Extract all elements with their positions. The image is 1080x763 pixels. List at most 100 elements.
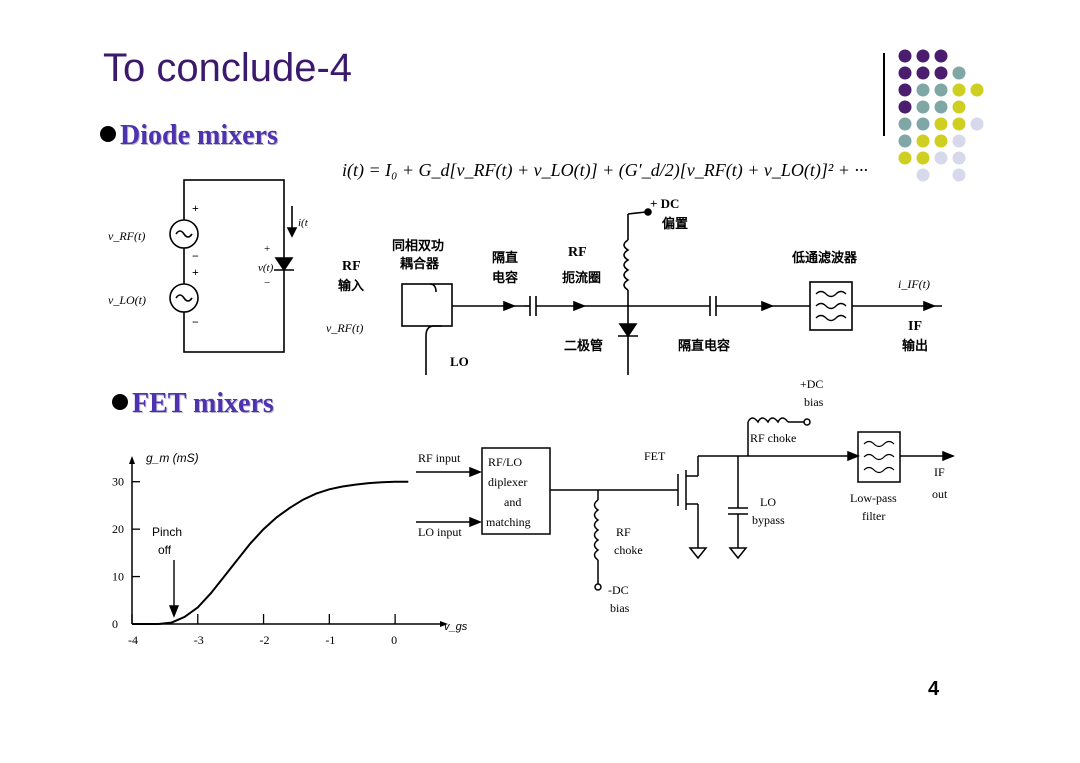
bullet-dot-icon bbox=[100, 126, 116, 142]
decor-dot bbox=[898, 134, 912, 148]
x-axis-arrow-icon bbox=[440, 621, 448, 627]
decor-dot bbox=[898, 66, 912, 80]
decor-dot bbox=[898, 49, 912, 63]
rf-choke-down-icon bbox=[593, 499, 600, 561]
ground-icon-fet bbox=[688, 547, 708, 560]
v-rf-label: v_RF(t) bbox=[108, 229, 145, 243]
rf-input-label: RF input bbox=[418, 451, 461, 465]
slide-title: To conclude-4 bbox=[103, 46, 353, 90]
pos-dc-bias-label-1: +DC bbox=[800, 377, 823, 391]
y-axis-arrow-icon bbox=[129, 456, 135, 464]
decor-dot bbox=[916, 49, 930, 63]
decor-dot bbox=[916, 100, 930, 114]
rf-input-label-1: RF bbox=[342, 259, 361, 274]
decor-dot bbox=[970, 83, 984, 97]
block-cap-label-1: 隔直 bbox=[492, 250, 518, 266]
bullet-diode-mixers: Diode mixers bbox=[100, 120, 278, 152]
x-tick-label: 0 bbox=[391, 633, 397, 647]
bullet-fet-mixers: FET mixers bbox=[112, 388, 274, 420]
dc-bias-label: + DC bbox=[650, 196, 679, 211]
bias-cn-label: 偏置 bbox=[662, 216, 688, 232]
bullet-dot-icon bbox=[112, 394, 128, 410]
decor-dot bbox=[934, 151, 948, 165]
if-out-label-1: IF bbox=[934, 465, 945, 479]
decor-dot bbox=[934, 117, 948, 131]
diplexer-label-2: diplexer bbox=[488, 475, 527, 489]
hybrid-coupler-box bbox=[401, 283, 453, 327]
pinch-off-label-2: off bbox=[158, 543, 172, 557]
fet-lowpass-filter-box bbox=[857, 431, 901, 483]
pos-dc-bias-label-2: bias bbox=[804, 395, 824, 409]
rf-input-label-2: 输入 bbox=[338, 278, 364, 294]
pinch-off-label-1: Pinch bbox=[152, 525, 182, 539]
x-tick-label: -3 bbox=[194, 633, 204, 647]
neg-dc-bias-label-1: -DC bbox=[608, 583, 629, 597]
decor-dot bbox=[952, 66, 966, 80]
lpf-label-1: Low-pass bbox=[850, 491, 897, 505]
fet-mixer-schematic: RF input LO input RF/LO diplexer and mat… bbox=[416, 377, 956, 615]
v-rf-input-label: v_RF(t) bbox=[326, 321, 363, 335]
rf-choke-label-2: 扼流圈 bbox=[562, 270, 601, 286]
coupler-label-1: 同相双功 bbox=[392, 238, 444, 254]
y-tick-label: 20 bbox=[112, 522, 124, 536]
x-tick-label: -4 bbox=[128, 633, 138, 647]
decor-dot bbox=[952, 134, 966, 148]
lo-bypass-label-2: bypass bbox=[752, 513, 785, 527]
decor-dot bbox=[898, 117, 912, 131]
rf-plus-label: + bbox=[192, 201, 199, 215]
if-output-label-1: IF bbox=[908, 319, 922, 334]
if-output-label-2: 输出 bbox=[902, 338, 928, 354]
vt-minus-label: − bbox=[264, 277, 270, 289]
decor-dot bbox=[934, 49, 948, 63]
rf-minus-label: − bbox=[192, 249, 199, 263]
decor-dot bbox=[916, 83, 930, 97]
neg-dc-bias-label-2: bias bbox=[610, 601, 630, 615]
decor-dot bbox=[934, 100, 948, 114]
diplexer-label-4: matching bbox=[486, 515, 531, 529]
i-if-label: i_IF(t) bbox=[898, 277, 930, 291]
decor-dot bbox=[916, 168, 930, 182]
mixer-diode-icon bbox=[618, 323, 638, 338]
vt-plus-label: + bbox=[264, 243, 270, 255]
rf-choke-top-icon bbox=[747, 417, 789, 424]
block-cap-out-label: 隔直电容 bbox=[678, 338, 730, 354]
rf-choke-coil-icon bbox=[623, 239, 630, 291]
v-t-label: v(t) bbox=[258, 262, 274, 274]
decor-dot bbox=[916, 66, 930, 80]
diode-equivalent-circuit: + − + − v_RF(t) v_LO(t) i(t) v(t) + − bbox=[108, 179, 308, 353]
lo-bypass-label-1: LO bbox=[760, 495, 776, 509]
if-out-label-2: out bbox=[932, 487, 948, 501]
x-tick-label: -1 bbox=[325, 633, 335, 647]
rf-choke-label-1: RF bbox=[568, 245, 587, 260]
lo-input-line bbox=[425, 325, 442, 375]
diode-label: 二极管 bbox=[564, 338, 603, 354]
y-tick-label: 10 bbox=[112, 570, 124, 584]
x-tick-label: -2 bbox=[260, 633, 270, 647]
lpf-label: 低通滤波器 bbox=[791, 250, 858, 266]
decor-dot bbox=[952, 151, 966, 165]
decor-dot bbox=[934, 66, 948, 80]
y-tick-label: 0 bbox=[112, 617, 118, 631]
decor-dot bbox=[898, 83, 912, 97]
chart-x-axis-label: v_gs bbox=[444, 621, 468, 633]
fet-label: FET bbox=[644, 449, 666, 463]
rf-choke-label-2: choke bbox=[614, 543, 643, 557]
bullet-diode-label: Diode mixers bbox=[120, 120, 278, 151]
rf-choke-label-1: RF bbox=[616, 525, 631, 539]
y-tick-label: 30 bbox=[112, 475, 124, 489]
rf-choke-top-label: RF choke bbox=[750, 431, 796, 445]
block-cap-label-2: 电容 bbox=[492, 270, 518, 286]
decor-dot bbox=[952, 168, 966, 182]
bullet-fet-label: FET mixers bbox=[132, 388, 274, 419]
diplexer-label-1: RF/LO bbox=[488, 455, 522, 469]
i-t-label: i(t) bbox=[298, 217, 308, 229]
decor-dot bbox=[934, 134, 948, 148]
diplexer-box bbox=[481, 447, 551, 535]
gm-curve-line bbox=[132, 480, 409, 625]
v-lo-label: v_LO(t) bbox=[108, 293, 146, 307]
decor-dot bbox=[898, 151, 912, 165]
decor-dot bbox=[952, 83, 966, 97]
lo-minus-label: − bbox=[192, 315, 199, 329]
diplexer-label-3: and bbox=[504, 495, 521, 509]
